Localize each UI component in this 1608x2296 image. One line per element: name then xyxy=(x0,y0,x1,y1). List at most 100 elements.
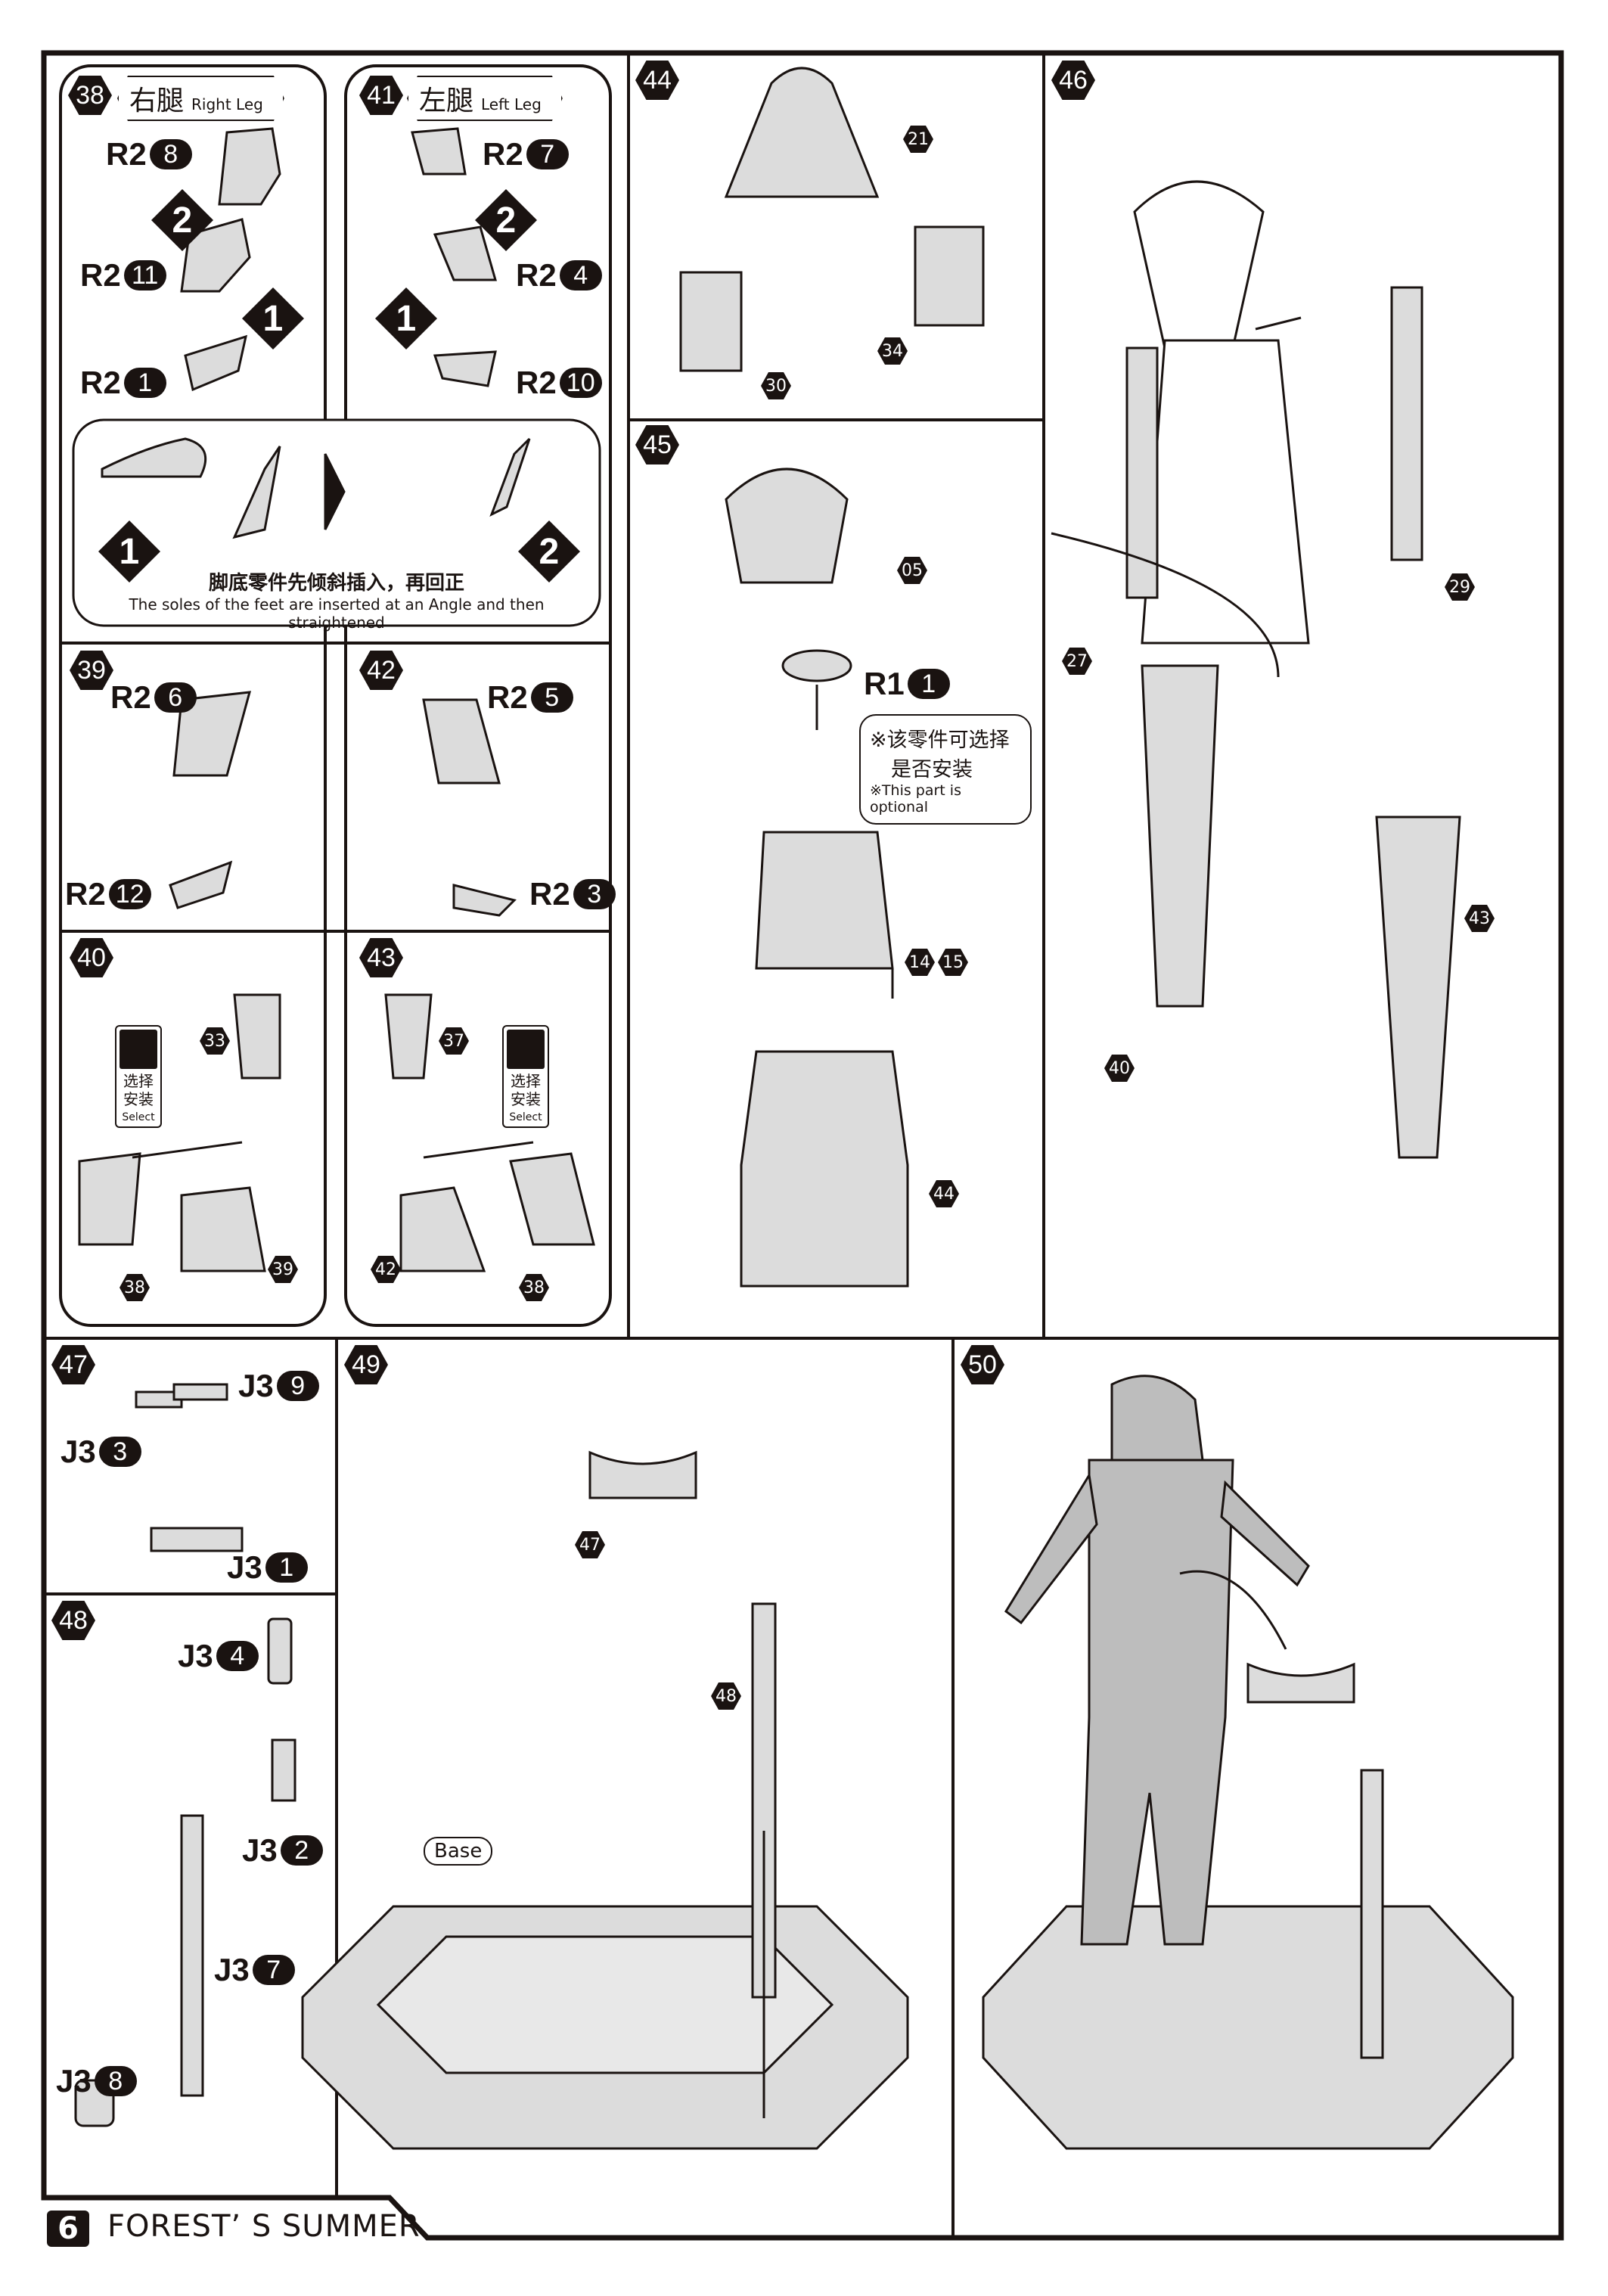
runner-letter: J3 xyxy=(242,1832,278,1868)
step-number-badge: 44 xyxy=(635,61,679,100)
runner-letter: R2 xyxy=(110,679,151,715)
select-label-en: Select xyxy=(509,1111,542,1123)
part-number: 4 xyxy=(216,1641,259,1671)
runner-letter: R2 xyxy=(80,365,121,400)
part-reference-tag: 38 xyxy=(120,1274,150,1301)
part-number: 3 xyxy=(573,879,616,909)
select-label-cn2: 安装 xyxy=(123,1090,154,1108)
part-reference-tag: 47 xyxy=(575,1531,605,1558)
part-number: 8 xyxy=(149,139,192,169)
title-en: Left Leg xyxy=(481,95,542,113)
part-number: 4 xyxy=(559,260,602,290)
select-label-en: Select xyxy=(122,1111,155,1123)
runner-letter: R1 xyxy=(864,666,905,701)
order-number: 2 xyxy=(539,531,560,572)
optional-cn2: 是否安装 xyxy=(891,758,973,781)
runner-letter: R2 xyxy=(483,136,523,172)
brand-title: FOREST’ S SUMMER xyxy=(107,2209,421,2244)
step-number-badge: 42 xyxy=(359,651,403,690)
base-label: Base xyxy=(424,1837,493,1866)
part-number: 1 xyxy=(907,669,950,699)
tag-number: 05 xyxy=(902,561,923,580)
runner-letter: R2 xyxy=(106,136,147,172)
optional-en: ※This part is optional xyxy=(870,782,961,816)
runner-letter: J3 xyxy=(227,1549,262,1585)
tag-number: 38 xyxy=(523,1278,545,1297)
part-number: 1 xyxy=(265,1552,308,1583)
base-text: Base xyxy=(434,1840,483,1863)
part-number: 1 xyxy=(123,368,166,398)
runner-letter: R2 xyxy=(529,876,570,912)
part-number: 7 xyxy=(526,139,569,169)
part-number: 10 xyxy=(559,368,602,398)
select-label-cn2: 安装 xyxy=(511,1090,541,1108)
step-number: 47 xyxy=(59,1350,88,1379)
page-number: 6 xyxy=(47,2211,89,2247)
part-reference-tag: 42 xyxy=(371,1256,401,1283)
step-number-badge: 45 xyxy=(635,425,679,464)
tag-number: 21 xyxy=(908,129,929,149)
part-number: 7 xyxy=(252,1955,295,1985)
tag-number: 43 xyxy=(1469,909,1490,928)
part-number: 12 xyxy=(108,879,151,909)
runner-letter: J3 xyxy=(61,1434,96,1469)
order-number: 1 xyxy=(119,531,140,572)
part-reference-tag: 38 xyxy=(519,1274,549,1301)
step-number: 39 xyxy=(77,655,106,685)
tag-number: 33 xyxy=(204,1031,225,1051)
step-title: 左腿 Left Leg xyxy=(407,76,563,121)
select-option-icon: 选择安装 Select xyxy=(115,1025,162,1128)
step-number: 44 xyxy=(643,65,672,95)
part-reference-tag: 37 xyxy=(439,1027,469,1055)
tag-number: 34 xyxy=(882,341,903,361)
step-number: 50 xyxy=(968,1350,997,1379)
tag-number: 40 xyxy=(1109,1058,1130,1078)
choice-symbol-icon xyxy=(507,1030,545,1069)
page-number-text: 6 xyxy=(57,2211,79,2246)
part-reference-tag: 48 xyxy=(711,1682,741,1710)
step-number: 38 xyxy=(76,80,104,110)
tag-number: 29 xyxy=(1449,577,1470,597)
note-en: The soles of the feet are inserted at an… xyxy=(129,595,545,632)
tag-number: 42 xyxy=(375,1260,396,1279)
step-number: 48 xyxy=(59,1605,88,1635)
tag-number: 15 xyxy=(942,952,964,972)
runner-letter: J3 xyxy=(214,1952,250,1987)
select-label-cn1: 选择 xyxy=(511,1072,541,1090)
step-number: 43 xyxy=(367,943,396,972)
runner-letter: R2 xyxy=(487,679,528,715)
step-number-badge: 48 xyxy=(51,1601,95,1640)
part-number: 3 xyxy=(98,1437,141,1467)
runner-letter: R2 xyxy=(516,365,557,400)
tag-number: 30 xyxy=(765,376,787,396)
part-number: 8 xyxy=(94,2066,137,2096)
tag-number: 44 xyxy=(933,1184,955,1204)
step-number: 42 xyxy=(367,655,396,685)
tag-number: 38 xyxy=(124,1278,145,1297)
select-label-cn1: 选择 xyxy=(123,1072,154,1090)
part-number: 11 xyxy=(123,260,166,290)
part-number: 9 xyxy=(276,1371,319,1401)
title-cn: 左腿 xyxy=(419,85,474,117)
page-frame xyxy=(41,50,1564,2241)
tag-number: 27 xyxy=(1066,651,1088,671)
part-number: 5 xyxy=(530,682,573,713)
part-number: 6 xyxy=(154,682,197,713)
part-number: 2 xyxy=(280,1835,323,1866)
